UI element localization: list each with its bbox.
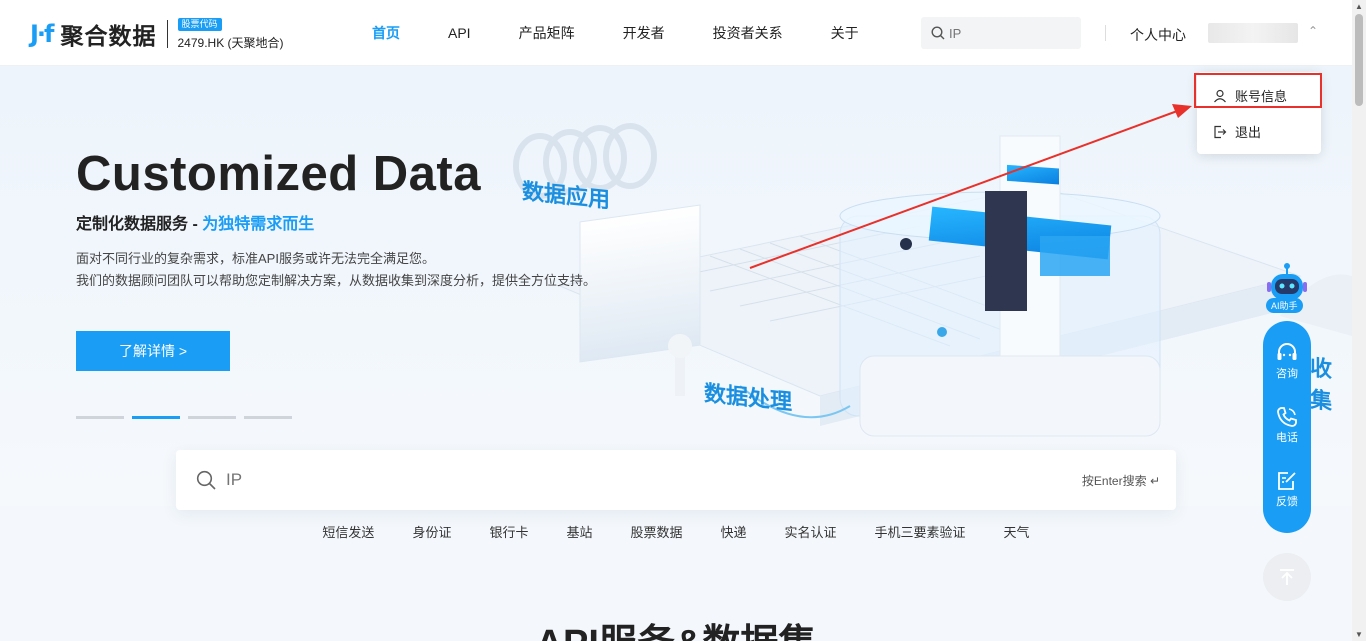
header-search[interactable]: [921, 17, 1081, 49]
hot-tag[interactable]: 基站: [566, 525, 593, 540]
consult-label: 咨询: [1276, 368, 1298, 380]
username-blurred[interactable]: [1208, 23, 1298, 43]
hot-tag[interactable]: 天气: [1003, 525, 1030, 540]
carousel-indicators: [76, 416, 292, 419]
stock-badge: 股票代码: [177, 17, 222, 31]
user-dropdown-menu: 账号信息 退出: [1197, 72, 1321, 154]
carousel-dot-3[interactable]: [188, 416, 236, 419]
stock-code: 2479.HK (天聚地合): [177, 35, 284, 50]
nav-api[interactable]: API: [448, 25, 471, 41]
annotation-highlight-box: [1194, 73, 1322, 108]
nav-home[interactable]: 首页: [372, 25, 400, 41]
enter-key-icon: ↵: [1149, 474, 1160, 488]
ai-robot-icon[interactable]: [1263, 262, 1311, 312]
hot-search-tags: 短信发送 身份证 银行卡 基站 股票数据 快递 实名认证 手机三要素验证 天气: [0, 522, 1352, 541]
hero-banner: 数据应用 数据处理 收集 Customized Data 定制化数据服务 - 为…: [0, 66, 1352, 506]
logo-divider: [166, 20, 168, 48]
page-scrollbar[interactable]: ▲ ▼: [1352, 0, 1366, 641]
scroll-thumb[interactable]: [1355, 14, 1363, 106]
hero-illustration: [513, 123, 1352, 437]
logout-item[interactable]: 退出: [1213, 122, 1261, 141]
search-icon: [931, 26, 945, 40]
nav-about[interactable]: 关于: [830, 25, 859, 41]
hero-desc-line-2: 我们的数据顾问团队可以帮助您定制解决方案，从数据收集到深度分析，提供全方位支持。: [76, 273, 597, 288]
site-header: J·f 聚合数据 股票代码 2479.HK (天聚地合) 首页 API 产品矩阵…: [0, 0, 1352, 66]
main-search-bar[interactable]: 按Enter搜索 ↵: [176, 450, 1176, 510]
logout-icon: [1214, 125, 1227, 138]
chevron-up-icon[interactable]: ⌃: [1308, 24, 1319, 38]
headset-icon: [1277, 343, 1297, 360]
personal-center-link[interactable]: 个人中心: [1130, 27, 1186, 43]
scroll-down-arrow-icon[interactable]: ▼: [1355, 630, 1363, 639]
consult-button[interactable]: 咨询: [1263, 341, 1311, 381]
nav-products[interactable]: 产品矩阵: [518, 25, 575, 41]
stock-info: 股票代码 2479.HK (天聚地合): [177, 17, 284, 51]
logo-text: 聚合数据: [60, 23, 157, 49]
feedback-button[interactable]: 反馈: [1263, 469, 1311, 509]
logout-label: 退出: [1235, 125, 1262, 140]
nav-investors[interactable]: 投资者关系: [712, 25, 783, 41]
account-info-item[interactable]: 账号信息: [1213, 86, 1287, 105]
carousel-dot-2[interactable]: [132, 416, 180, 419]
header-divider: [1105, 25, 1106, 41]
header-search-input[interactable]: [949, 25, 1069, 41]
hot-tag[interactable]: 银行卡: [489, 525, 529, 540]
hero-subtitle-plain: 定制化数据服务 -: [76, 216, 203, 233]
logo-mark: J·f: [30, 20, 54, 48]
main-search-input[interactable]: [226, 470, 926, 490]
section-title: API服务&数据集: [0, 612, 1352, 641]
ai-assistant-badge[interactable]: AI助手: [1266, 298, 1303, 313]
user-icon: [1214, 89, 1226, 102]
account-info-label: 账号信息: [1235, 89, 1288, 104]
deco-label-collection: 收集: [1310, 355, 1333, 416]
arrow-up-icon: [1280, 569, 1294, 585]
hero-description: 面对不同行业的复杂需求，标准API服务或许无法完全满足您。 我们的数据顾问团队可…: [76, 248, 596, 292]
hot-tag[interactable]: 快递: [720, 525, 747, 540]
floating-contact-bar: 咨询 电话 反馈: [1263, 321, 1311, 533]
main-nav: 首页 API 产品矩阵 开发者 投资者关系 关于: [372, 0, 859, 66]
logo[interactable]: J·f 聚合数据 股票代码 2479.HK (天聚地合): [30, 17, 284, 51]
hot-tag[interactable]: 手机三要素验证: [874, 525, 966, 540]
feedback-icon: [1278, 472, 1296, 490]
hero-subtitle-highlight: 为独特需求而生: [202, 216, 315, 233]
hero-subtitle: 定制化数据服务 - 为独特需求而生: [76, 210, 314, 234]
carousel-dot-1[interactable]: [76, 416, 124, 419]
hot-tag[interactable]: 身份证: [412, 525, 452, 540]
phone-button[interactable]: 电话: [1263, 405, 1311, 445]
hero-desc-line-1: 面对不同行业的复杂需求，标准API服务或许无法完全满足您。: [76, 251, 435, 266]
hot-tag[interactable]: 短信发送: [322, 525, 375, 540]
hero-title: Customized Data: [76, 147, 482, 201]
feedback-label: 反馈: [1276, 496, 1298, 508]
hot-tag[interactable]: 股票数据: [630, 525, 683, 540]
phone-label: 电话: [1276, 432, 1298, 444]
nav-developers[interactable]: 开发者: [622, 25, 665, 41]
enter-search-hint: 按Enter搜索 ↵: [1082, 472, 1160, 489]
carousel-dot-4[interactable]: [244, 416, 292, 419]
learn-more-button[interactable]: 了解详情 >: [76, 331, 230, 371]
back-to-top-button[interactable]: [1263, 553, 1311, 601]
scroll-up-arrow-icon[interactable]: ▲: [1355, 2, 1363, 11]
search-icon: [196, 470, 216, 490]
enter-hint-text: 按Enter搜索: [1081, 474, 1147, 488]
phone-icon: [1277, 407, 1297, 427]
hot-tag[interactable]: 实名认证: [784, 525, 837, 540]
